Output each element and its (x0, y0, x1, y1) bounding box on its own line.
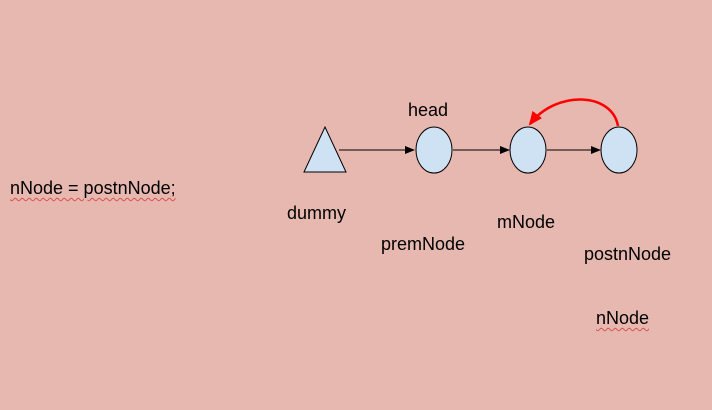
code-statement: nNode = postnNode; (10, 178, 176, 198)
node-postnnode (600, 126, 638, 174)
node-head (415, 126, 453, 174)
node-dummy-triangle (303, 125, 347, 173)
label-postnnode: postnNode (584, 244, 672, 264)
label-head: head (408, 100, 449, 120)
node-mnode (509, 126, 547, 174)
edge-postnnode-to-mnode-curved (528, 98, 620, 127)
label-dummy: dummy (287, 203, 347, 223)
label-nnode: nNode (596, 308, 650, 328)
label-mnode: mNode (497, 212, 556, 232)
label-premnode: premNode (381, 234, 466, 254)
